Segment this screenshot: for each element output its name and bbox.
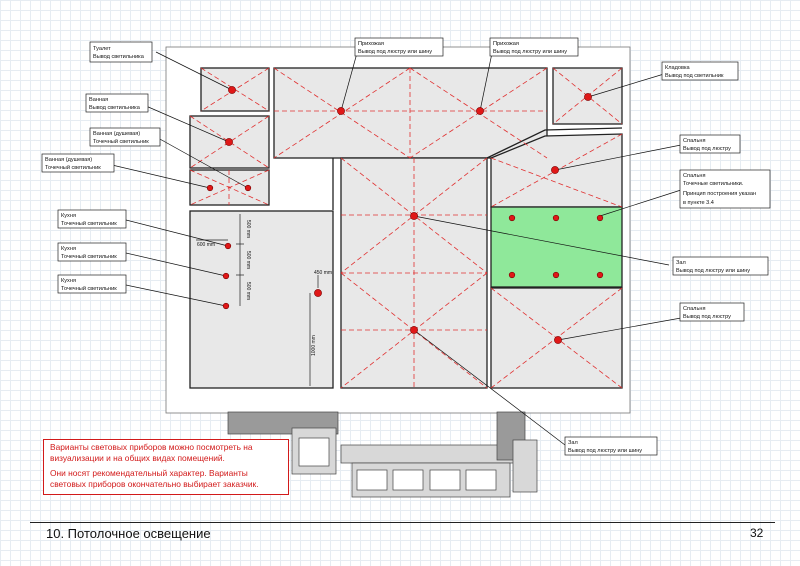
inner-walls: [332, 127, 623, 210]
svg-text:Вывод под светильник: Вывод под светильник: [665, 73, 724, 79]
callout-storage: Кладовка Вывод под светильник: [661, 61, 739, 81]
svg-text:Точечный светильник: Точечный светильник: [93, 138, 149, 145]
svg-text:Ванная (душевая): Ванная (душевая): [45, 157, 92, 163]
callout-toilet: Туалет Вывод светильника: [89, 41, 153, 63]
callout-kitchen-3: Кухня Точечный светильник: [57, 274, 127, 294]
svg-text:Принцип построения указан: Принцип построения указан: [683, 191, 756, 197]
callout-shower-2: Ванная (душевая) Точечный светильник: [41, 153, 115, 173]
svg-text:Кухня: Кухня: [61, 246, 76, 252]
note-paragraph-2: Они носят рекомендательный характер. Вар…: [50, 468, 259, 489]
fixture-point: [508, 271, 516, 279]
svg-text:Прихожая: Прихожая: [358, 41, 384, 47]
svg-text:Вывод светильника: Вывод светильника: [93, 54, 145, 60]
svg-text:Кладовка: Кладовка: [665, 65, 691, 71]
callout-hallway-2: Прихожая Вывод под люстру или шину: [489, 37, 579, 57]
dimension-500-c: 500 mm: [245, 282, 251, 300]
svg-text:Ванная: Ванная: [89, 97, 108, 103]
fixture-point: [596, 214, 604, 222]
recommendation-note: Варианты световых приборов можно посмотр…: [43, 439, 289, 495]
fixture-point: [224, 242, 232, 250]
fixture-point: [410, 212, 418, 220]
callout-hall-2: Зал Вывод под люстру или шину: [564, 436, 658, 456]
callout-bedroom-chandelier-1: Спальня Вывод под люстру: [679, 134, 741, 154]
svg-text:Вывод под люстру или шину: Вывод под люстру или шину: [568, 448, 642, 454]
svg-text:Спальня: Спальня: [683, 306, 705, 312]
fixture-point: [552, 271, 560, 279]
callout-kitchen-2: Кухня Точечный светильник: [57, 242, 127, 262]
kitchen-dimension-lines: [196, 214, 319, 386]
room-kitchen: [189, 210, 334, 389]
section-title: 10. Потолочное освещение: [46, 526, 211, 541]
svg-text:Точечный светильник: Точечный светильник: [61, 220, 117, 227]
svg-text:Прихожая: Прихожая: [493, 41, 519, 47]
dimension-500-a: 500 mm: [245, 220, 251, 238]
fixture-points: [206, 86, 604, 344]
svg-text:Точечный светильник: Точечный светильник: [61, 285, 117, 292]
callout-kitchen-1: Кухня Точечный светильник: [57, 209, 127, 229]
svg-text:Вывод под люстру или шину: Вывод под люстру или шину: [676, 268, 750, 274]
fixture-point: [206, 184, 214, 192]
fixture-point: [222, 272, 230, 280]
svg-text:Вывод под люстру: Вывод под люстру: [683, 314, 731, 320]
svg-text:Спальня: Спальня: [683, 173, 705, 179]
dimension-1000: 1000 mm: [311, 335, 317, 356]
fixture-point: [554, 336, 562, 344]
fixture-point: [410, 326, 418, 334]
page-number: 32: [750, 526, 764, 540]
svg-text:Спальня: Спальня: [683, 138, 705, 144]
fixture-point: [228, 86, 236, 94]
svg-text:Кухня: Кухня: [61, 278, 76, 284]
fixture-point: [225, 138, 233, 146]
room-hallway: [273, 67, 548, 159]
svg-text:Вывод светильника: Вывод светильника: [89, 105, 141, 111]
callout-leader-lines: [111, 51, 682, 446]
svg-text:Вывод под люстру или шину: Вывод под люстру или шину: [493, 49, 567, 55]
footer-divider: [30, 522, 775, 523]
svg-text:в пункте 3.4: в пункте 3.4: [683, 200, 714, 206]
callout-bedroom-chandelier-2: Спальня Вывод под люстру: [679, 302, 745, 322]
callout-hall-1: Зал Вывод под люстру или шину: [672, 256, 769, 276]
window-blocks: [227, 411, 538, 498]
svg-text:Вывод под люстру: Вывод под люстру: [683, 146, 731, 152]
fixture-point: [244, 184, 252, 192]
fixture-point: [551, 166, 559, 174]
svg-text:Вывод под люстру или шину: Вывод под люстру или шину: [358, 49, 432, 55]
fixture-point: [596, 271, 604, 279]
fixture-point: [314, 289, 322, 297]
fixture-point: [337, 107, 345, 115]
fixture-point: [584, 93, 592, 101]
svg-text:Точечные светильники.: Точечные светильники.: [683, 181, 744, 187]
fixture-point: [476, 107, 484, 115]
dimension-500-b: 500 mm: [245, 251, 251, 269]
svg-text:Зал: Зал: [568, 440, 578, 446]
callout-hallway-1: Прихожая Вывод под люстру или шину: [354, 37, 444, 57]
fixture-point: [552, 214, 560, 222]
kitchen-dimensions: 600 mm 500 mm 500 mm 500 mm 450 mm 1000 …: [197, 220, 332, 356]
callout-bathroom: Ванная Вывод светильника: [85, 93, 149, 113]
dimension-450: 450 mm: [314, 270, 332, 276]
dimension-600: 600 mm: [197, 242, 215, 248]
svg-text:Ванная (душевая): Ванная (душевая): [93, 131, 140, 137]
callout-boxes: Туалет Вывод светильника Прихожая Вывод …: [41, 37, 771, 456]
callout-bedroom-spots: Спальня Точечные светильники. Принцип по…: [679, 169, 771, 209]
svg-text:Точечный светильник: Точечный светильник: [61, 253, 117, 260]
svg-text:Туалет: Туалет: [93, 46, 111, 52]
svg-text:Точечный светильник: Точечный светильник: [45, 164, 101, 171]
svg-text:Зал: Зал: [676, 260, 686, 266]
fixture-point: [508, 214, 516, 222]
note-paragraph-1: Варианты световых приборов можно посмотр…: [50, 442, 253, 463]
callout-shower-1: Ванная (душевая) Точечный светильник: [89, 127, 161, 147]
fixture-point: [222, 302, 230, 310]
svg-text:Кухня: Кухня: [61, 213, 76, 219]
